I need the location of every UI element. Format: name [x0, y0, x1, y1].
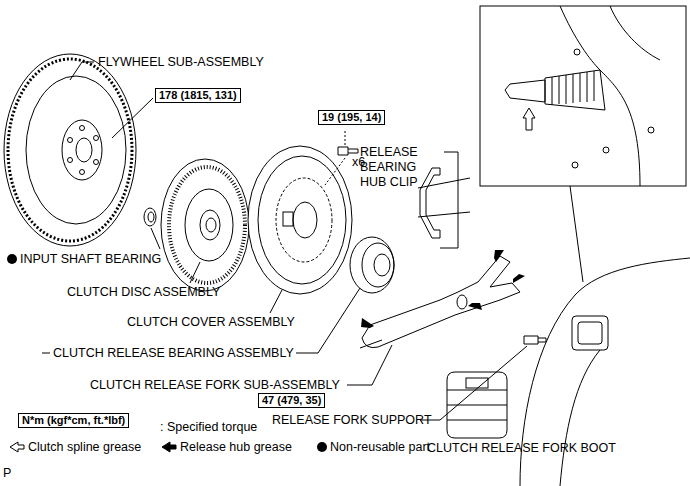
hub-clip	[418, 168, 470, 238]
clutch-disc	[161, 159, 249, 291]
part-name: FLYWHEEL SUB-ASSEMBLY	[98, 55, 264, 70]
input-shaft-bearing	[144, 208, 156, 226]
figure-code: P	[3, 466, 11, 481]
legend-text: Non-reusable part	[330, 440, 430, 455]
torque-box: 178 (1815, 131)	[155, 88, 241, 103]
flywheel	[4, 54, 136, 246]
part-name: RELEASE FORK SUPPORT	[272, 413, 432, 428]
part-name: RELEASE BEARING HUB CLIP	[360, 145, 440, 190]
torque-box: N*m (kgf*cm, ft.*lbf)	[18, 413, 129, 428]
release-fork	[360, 256, 520, 348]
release-bearing	[350, 237, 394, 293]
torque-value: 47 (479, 35)	[262, 394, 321, 407]
torque-value: N*m (kgf*cm, ft.*lbf)	[22, 414, 125, 427]
fork-boot	[447, 372, 507, 438]
clutch-cover	[248, 146, 352, 294]
leader-line	[42, 62, 527, 420]
legend-text: Release hub grease	[180, 440, 292, 455]
inset-view	[480, 6, 686, 282]
part-name: CLUTCH COVER ASSEMBLY	[127, 315, 295, 330]
part-name: CLUTCH RELEASE FORK SUB-ASSEMBLY	[90, 378, 340, 393]
torque-value: 19 (195, 14)	[322, 111, 381, 124]
grease-arrow	[361, 250, 525, 328]
part-name: CLUTCH RELEASE BEARING ASSEMBLY	[53, 346, 294, 361]
part-name: CLUTCH RELEASE FORK BOOT	[427, 441, 616, 456]
torque-value: 178 (1815, 131)	[159, 89, 237, 102]
torque-box: 19 (195, 14)	[318, 110, 385, 125]
part-name: CLUTCH DISC ASSEMBLY	[67, 285, 220, 300]
legend-note: : Specified torque	[160, 420, 257, 435]
fork-support	[524, 336, 546, 344]
torque-box: 47 (479, 35)	[258, 393, 325, 408]
part-name: INPUT SHAFT BEARING	[20, 252, 161, 267]
legend-text: Clutch spline grease	[28, 440, 141, 455]
